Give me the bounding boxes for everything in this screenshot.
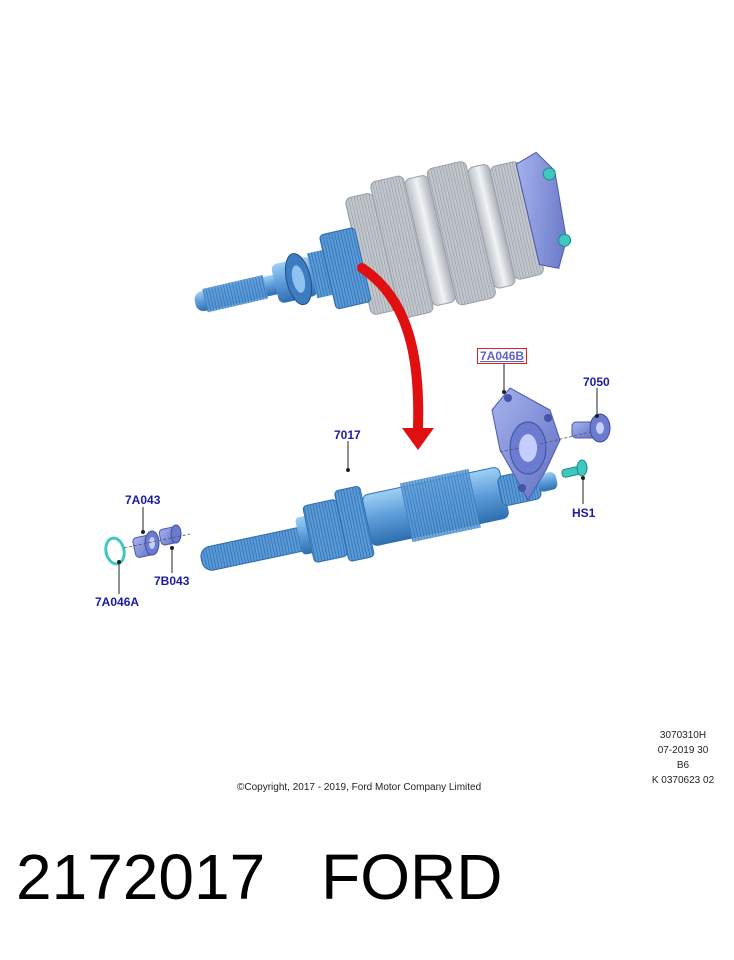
reference-line-4: K 0370623 02 bbox=[651, 775, 715, 786]
reference-line-3: B6 bbox=[676, 760, 690, 771]
callout-7B043[interactable]: 7B043 bbox=[154, 574, 190, 588]
flange-7A046B bbox=[491, 387, 561, 502]
assembly-arrow bbox=[357, 263, 434, 450]
callout-7017[interactable]: 7017 bbox=[334, 428, 361, 442]
assembled-gearset bbox=[194, 151, 572, 319]
callout-HS1[interactable]: HS1 bbox=[572, 506, 596, 520]
snap-ring-7A046A bbox=[104, 536, 126, 566]
reference-block: 3070310H 07-2019 30 B6 K 0370623 02 bbox=[643, 728, 723, 788]
callout-7A046A[interactable]: 7A046A bbox=[95, 595, 140, 609]
footer-caption: 2172017 FORD bbox=[16, 840, 502, 914]
leader-lines bbox=[117, 362, 599, 594]
callout-7050[interactable]: 7050 bbox=[583, 375, 610, 389]
bolt-HS1 bbox=[561, 459, 588, 478]
main-shaft-7017 bbox=[200, 467, 558, 571]
reference-line-1: 3070310H bbox=[659, 730, 707, 741]
callout-7A043[interactable]: 7A043 bbox=[125, 493, 161, 507]
centerlines bbox=[123, 431, 591, 549]
brand-name: FORD bbox=[321, 841, 503, 913]
bearing-7050 bbox=[571, 413, 611, 443]
copyright-notice: ©Copyright, 2017 - 2019, Ford Motor Comp… bbox=[237, 782, 482, 793]
reference-line-2: 07-2019 30 bbox=[657, 745, 709, 756]
part-number: 2172017 bbox=[16, 841, 266, 913]
callout-7A046B[interactable]: 7A046B bbox=[477, 348, 528, 364]
spacer-7B043 bbox=[158, 524, 182, 546]
bearing-7A043 bbox=[132, 530, 160, 558]
